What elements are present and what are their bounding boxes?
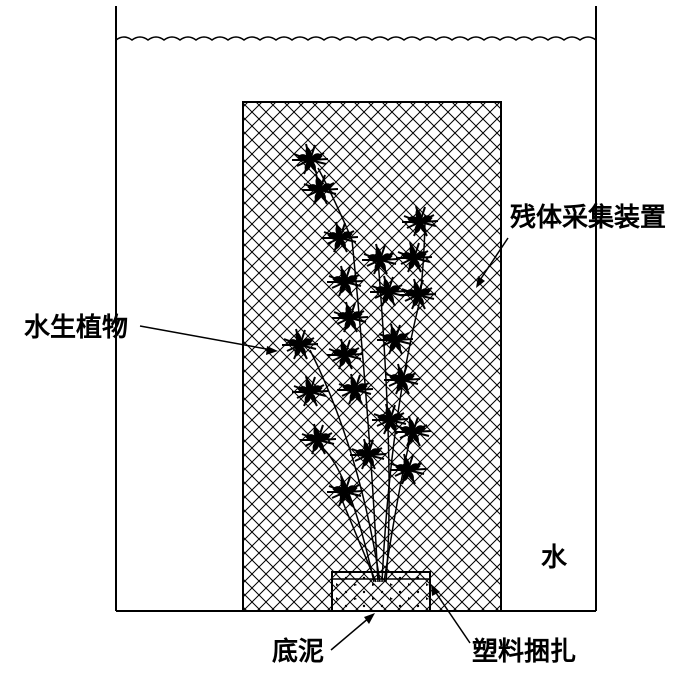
binding-label: 塑料捆扎: [472, 637, 576, 667]
sediment-label: 底泥: [272, 636, 324, 667]
label-collector: 残体采集装置: [476, 202, 666, 288]
water-surface: [115, 36, 597, 41]
collector-label: 残体采集装置: [510, 202, 666, 233]
collector-mesh-bag: [242, 101, 502, 612]
plant-label: 水生植物: [24, 313, 128, 343]
label-binding: 塑料捆扎: [431, 584, 576, 667]
water-label: 水: [541, 543, 568, 573]
label-plant: 水生植物: [24, 313, 278, 355]
label-sediment: 底泥: [272, 613, 375, 667]
sediment-pot: [331, 571, 431, 612]
